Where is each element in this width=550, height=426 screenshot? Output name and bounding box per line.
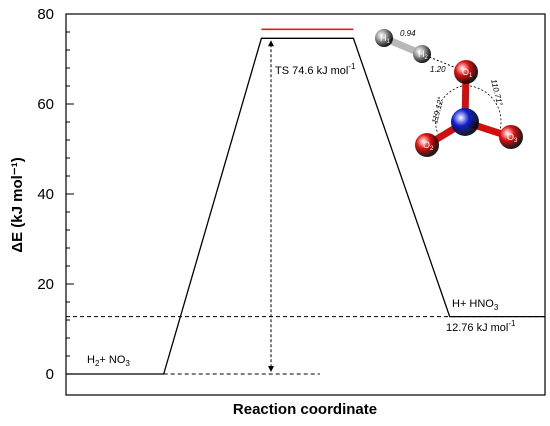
h2-o1-distance: 1.20	[430, 65, 446, 74]
plot-frame	[65, 13, 546, 396]
annotations: H2+ NO3 TS 74.6 kJ mol-1 H+ HNO3 12.76 kJ m…	[66, 40, 545, 375]
atom-o1	[454, 60, 478, 84]
angle-right-label: 110.71°	[489, 78, 504, 107]
atom-label: O2	[423, 140, 434, 152]
y-tick-label: 40	[37, 186, 54, 203]
atom-h2	[413, 45, 431, 63]
y-axis-ticks: 0 20 40 60 80	[37, 6, 74, 383]
atom-h1	[375, 29, 393, 47]
y-tick-label: 20	[37, 276, 54, 293]
h1-h2-distance: 0.94	[400, 29, 416, 38]
atom-label: O1	[462, 67, 473, 79]
angle-arc-left	[435, 85, 463, 135]
atom-o2	[415, 133, 439, 157]
angle-left-label: 119.12°	[430, 95, 445, 124]
x-axis-title: Reaction coordinate	[233, 401, 377, 418]
angle-arc-right	[469, 85, 502, 131]
reactant-label: H2+ NO3	[87, 354, 130, 368]
product-label: H+ HNO3	[452, 298, 499, 312]
y-tick-label: 0	[46, 366, 54, 383]
barrier-arrow-head-down	[268, 366, 275, 372]
y-axis-title: ΔE (kJ mol⁻¹)	[9, 157, 26, 252]
atom-o3	[499, 125, 523, 149]
ts-label: TS 74.6 kJ mol-1	[275, 62, 356, 77]
barrier-arrow-head-up	[268, 40, 275, 47]
y-tick-label: 60	[37, 96, 54, 113]
atom-label: H2	[418, 49, 429, 61]
atom-label: H1	[380, 33, 391, 45]
atom-label: O3	[507, 132, 518, 144]
axes	[65, 13, 546, 396]
product-energy-label: 12.76 kJ mol-1	[446, 319, 516, 334]
y-tick-label: 80	[37, 6, 54, 23]
atom-n	[451, 108, 479, 136]
